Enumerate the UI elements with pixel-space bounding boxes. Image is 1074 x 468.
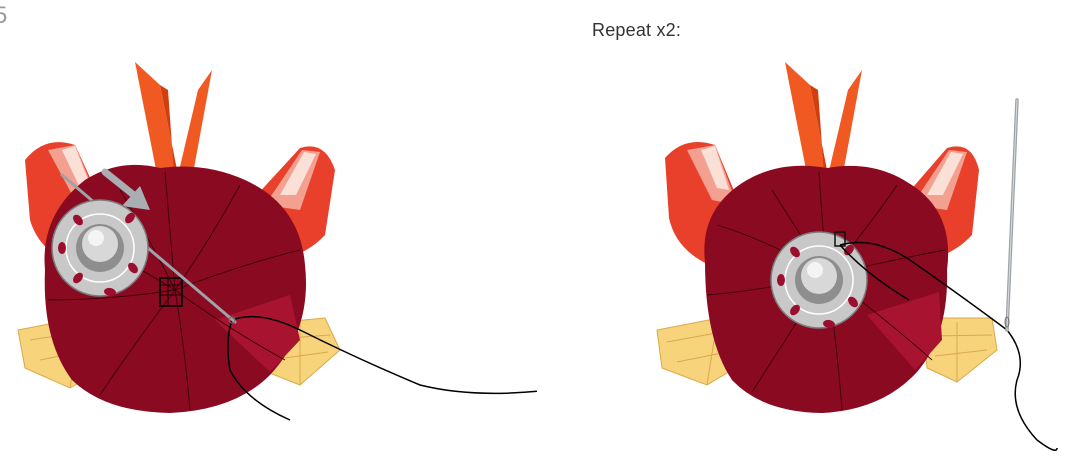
right-panel-illustration	[537, 0, 1074, 468]
left-panel-illustration	[0, 0, 537, 468]
button-icon	[52, 200, 148, 297]
button-icon	[771, 232, 867, 329]
needle-icon	[1005, 100, 1017, 330]
